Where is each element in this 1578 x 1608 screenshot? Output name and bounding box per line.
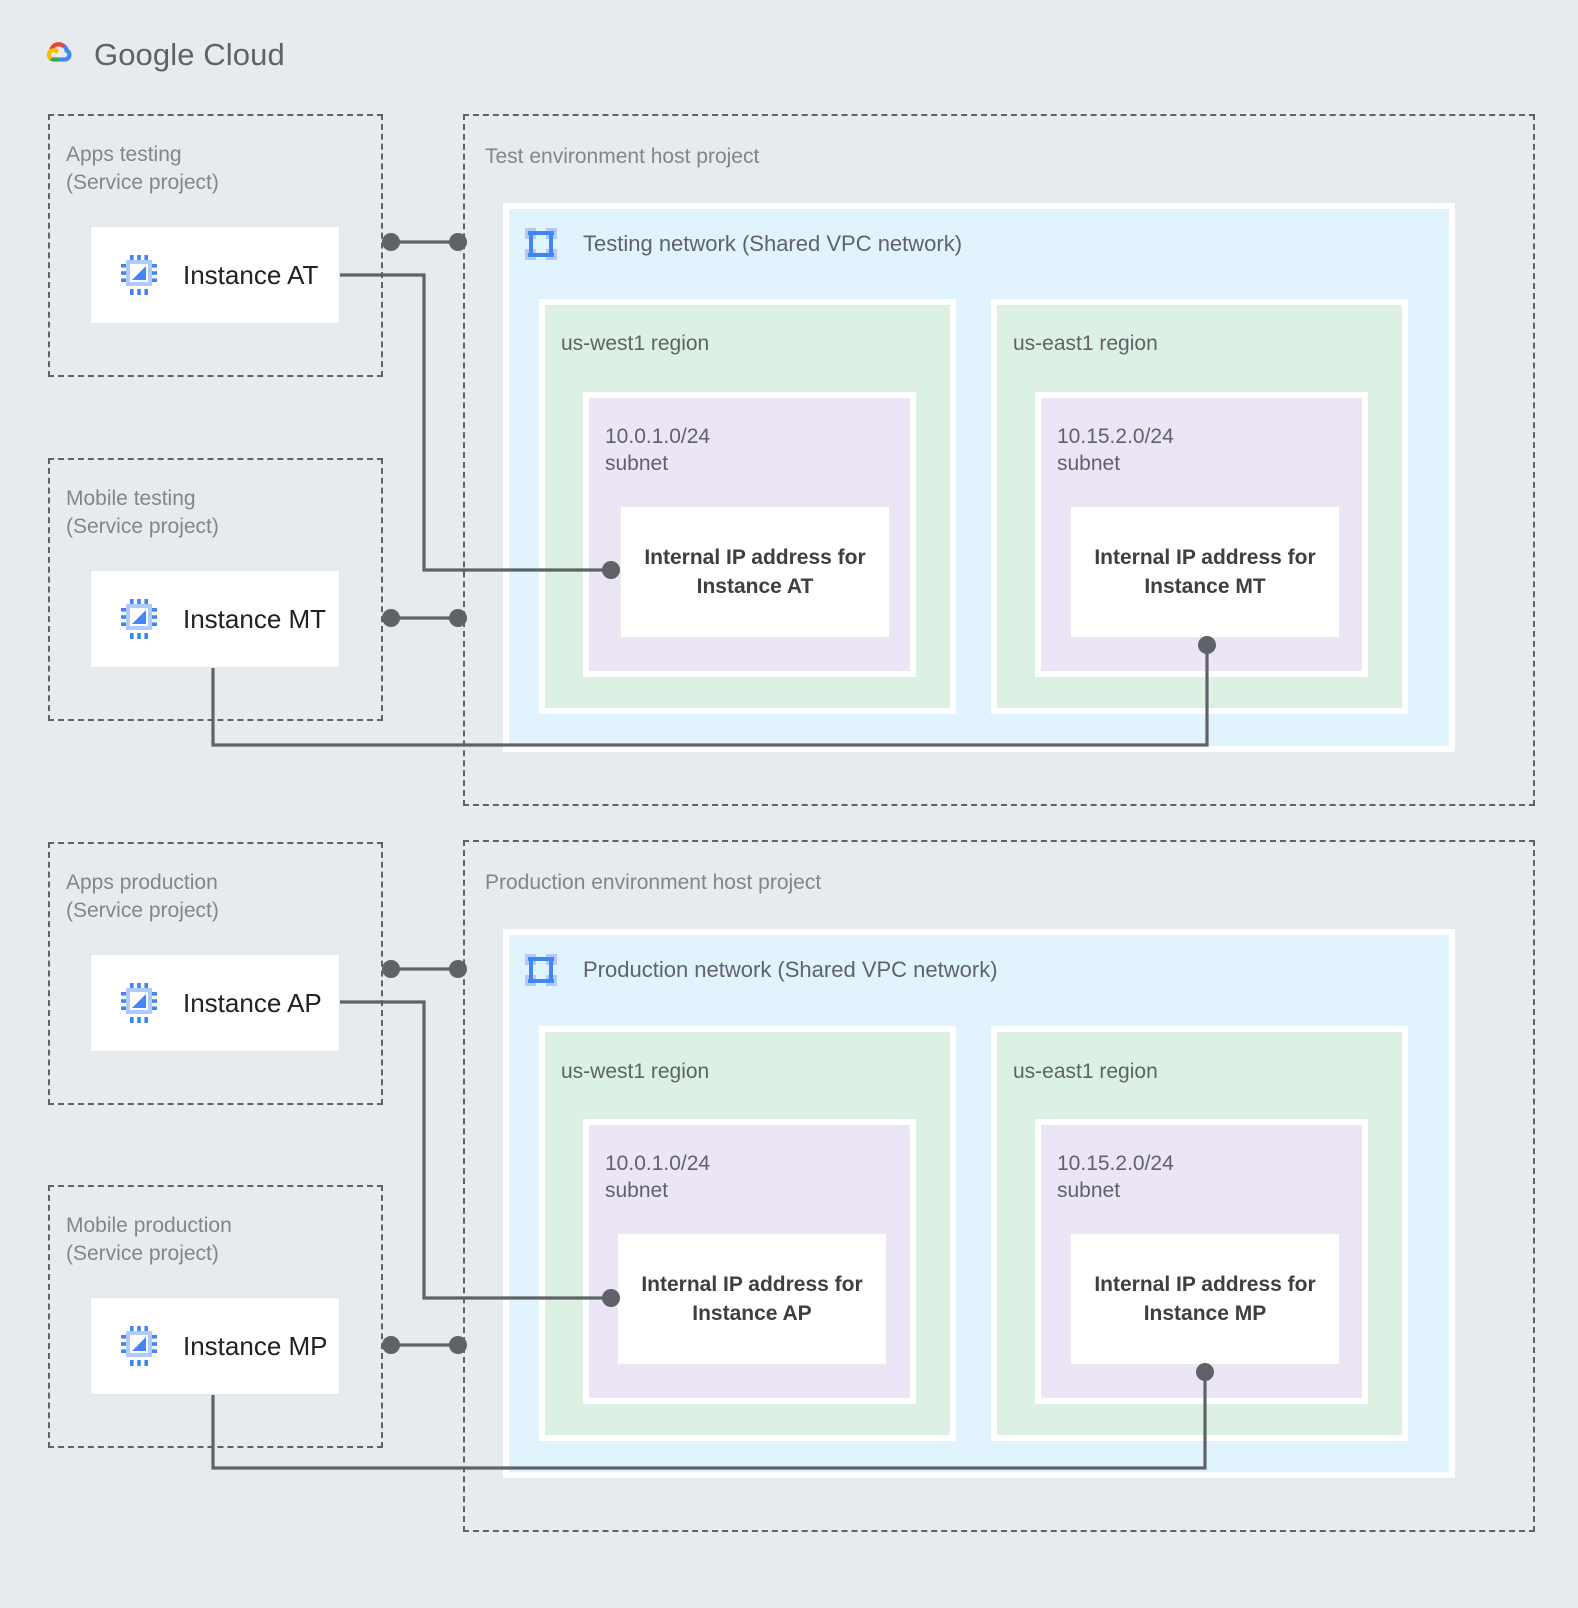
subnet-label-prod-us-west1: 10.0.1.0/24 subnet <box>605 1152 711 1202</box>
instance-card-mt[interactable]: Instance MT <box>90 570 340 668</box>
instance-card-at[interactable]: Instance AT <box>90 226 340 324</box>
vpc-title-testing: Testing network (Shared VPC network) <box>583 231 963 256</box>
vpc-title-production: Production network (Shared VPC network) <box>583 957 998 982</box>
instance-label-mp: Instance MP <box>183 1330 328 1361</box>
connector-ap-attach <box>382 960 467 978</box>
mobile-production-label: Mobile production (Service project) <box>66 1214 232 1265</box>
region-label-test-us-east1: us-east1 region <box>1013 332 1158 355</box>
instance-label-ap: Instance AP <box>183 987 322 1018</box>
vm-instance-icon <box>121 255 157 295</box>
instance-card-ap[interactable]: Instance AP <box>90 954 340 1052</box>
google-cloud-logo: Google Cloud <box>34 32 285 78</box>
test-env-title: Test environment host project <box>485 145 760 168</box>
vpc-header-testing: Testing network (Shared VPC network) <box>521 224 962 264</box>
instance-card-mp[interactable]: Instance MP <box>90 1297 340 1395</box>
ip-card-text-mp: Internal IP address for Instance MP <box>1094 1273 1316 1325</box>
google-cloud-logo-icon <box>46 42 72 62</box>
ip-card-instance-mp: Internal IP address for Instance MP <box>1070 1233 1340 1365</box>
subnet-label-prod-us-east1: 10.15.2.0/24 subnet <box>1057 1152 1174 1202</box>
subnet-label-test-us-west1: 10.0.1.0/24 subnet <box>605 425 711 475</box>
ip-card-text-ap: Internal IP address for Instance AP <box>641 1273 863 1325</box>
prod-env-title: Production environment host project <box>485 871 822 894</box>
connector-mt-attach <box>382 609 467 627</box>
region-label-test-us-west1: us-west1 region <box>561 332 710 355</box>
ip-card-text-mt: Internal IP address for Instance MT <box>1094 546 1316 598</box>
instance-label-at: Instance AT <box>183 259 319 290</box>
brand-name-google: Google <box>94 37 195 72</box>
connector-at-attach <box>382 233 467 251</box>
vpc-network-icon <box>525 228 557 260</box>
apps-testing-label: Apps testing (Service project) <box>66 143 219 194</box>
vm-instance-icon <box>121 983 157 1023</box>
apps-production-label: Apps production (Service project) <box>66 871 219 922</box>
instance-label-mt: Instance MT <box>183 603 327 634</box>
ip-card-instance-at: Internal IP address for Instance AT <box>620 506 890 638</box>
region-label-prod-us-east1: us-east1 region <box>1013 1060 1158 1083</box>
connector-mp-attach <box>382 1336 467 1354</box>
vm-instance-icon <box>121 599 157 639</box>
brand-name-cloud: Cloud <box>194 37 285 72</box>
vm-instance-icon <box>121 1326 157 1366</box>
ip-card-text-at: Internal IP address for Instance AT <box>644 546 866 598</box>
ip-card-instance-mt: Internal IP address for Instance MT <box>1070 506 1340 638</box>
mobile-testing-label: Mobile testing (Service project) <box>66 487 219 538</box>
vpc-header-production: Production network (Shared VPC network) <box>521 950 998 990</box>
vpc-network-icon <box>525 954 557 986</box>
brand-name: Google Cloud <box>94 37 285 73</box>
region-label-prod-us-west1: us-west1 region <box>561 1060 710 1083</box>
ip-card-instance-ap: Internal IP address for Instance AP <box>617 1233 887 1365</box>
subnet-label-test-us-east1: 10.15.2.0/24 subnet <box>1057 425 1174 475</box>
